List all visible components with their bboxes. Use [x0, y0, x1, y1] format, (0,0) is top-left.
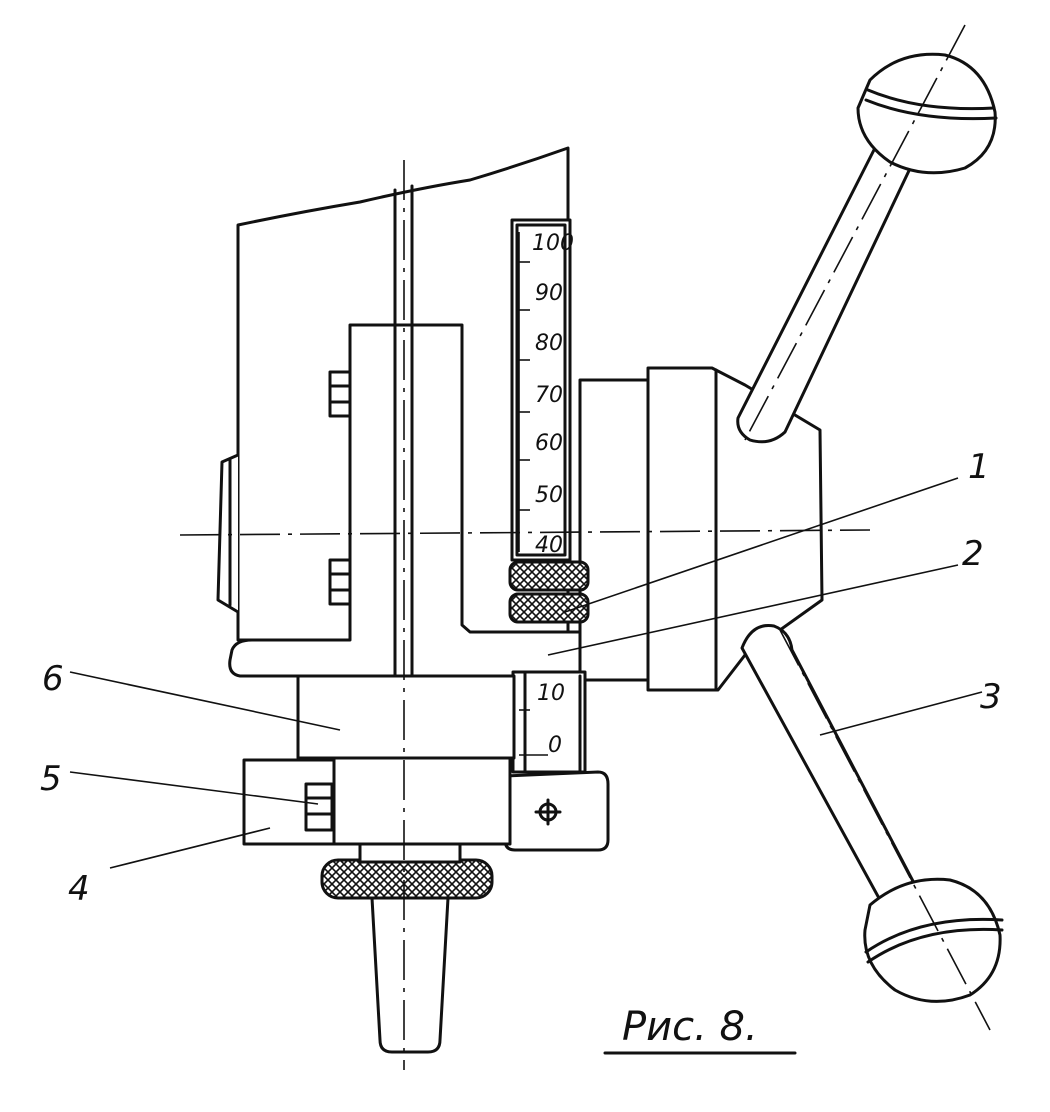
scale-label-70: 70	[535, 383, 563, 408]
scale-label-10: 10	[537, 681, 565, 706]
scale-label-90: 90	[535, 281, 563, 306]
callout-3: 3	[980, 677, 1002, 717]
callout-6: 6	[42, 659, 64, 699]
lower-handle-axis	[779, 629, 991, 1031]
handwheel-hub	[578, 366, 824, 692]
lower-handle	[740, 623, 1004, 1003]
scale-label-80: 80	[535, 331, 563, 356]
spindle-taper	[358, 842, 462, 1054]
callout-4: 4	[68, 869, 90, 909]
callout-2: 2	[962, 534, 984, 574]
scale-ticks	[519, 261, 548, 756]
knurled-ring	[320, 858, 494, 900]
callout-5: 5	[40, 759, 62, 799]
callout-1: 1	[968, 447, 990, 487]
handle-axis	[744, 24, 966, 441]
depth-scale	[510, 218, 587, 774]
scale-label-40: 40	[535, 533, 563, 558]
pointer-block	[503, 770, 610, 852]
scale-label-60: 60	[535, 431, 563, 456]
horizontal-axis	[179, 529, 871, 536]
upper-handle	[736, 52, 998, 444]
scale-label-50: 50	[535, 483, 563, 508]
callout-leaders	[69, 477, 983, 869]
scale-label-100: 100	[532, 231, 574, 256]
figure-caption: Рис. 8.	[622, 1004, 758, 1050]
quill-sleeve	[242, 674, 516, 846]
scale-label-0: 0	[548, 733, 562, 758]
knurled-nut-upper	[508, 560, 590, 592]
knurled-nut-lower	[508, 592, 590, 624]
